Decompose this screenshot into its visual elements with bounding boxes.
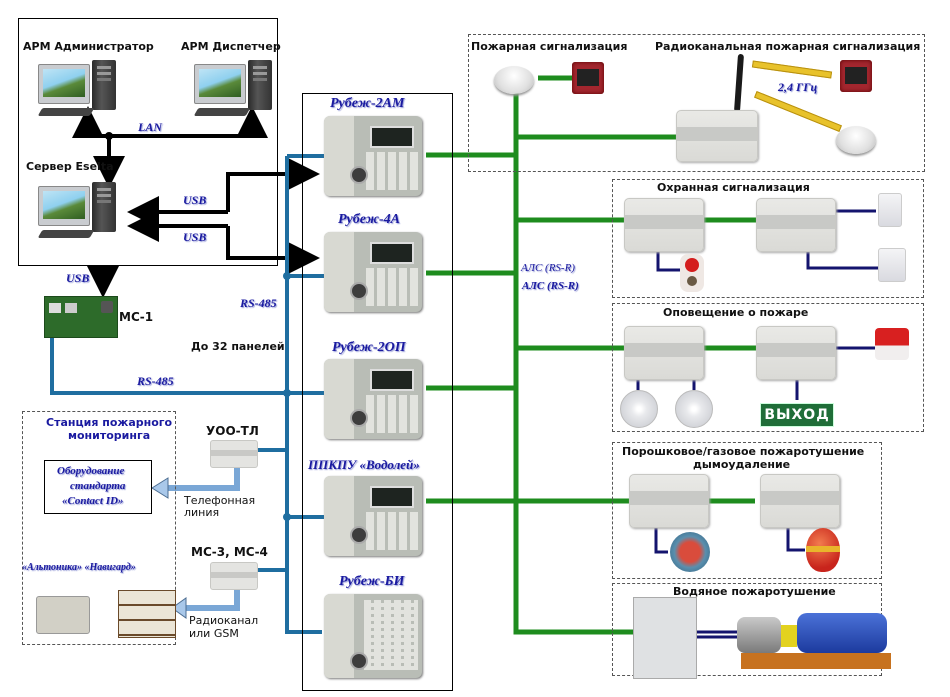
panel-vodoley[interactable] xyxy=(324,476,422,556)
mro2-module-icon[interactable] xyxy=(624,326,704,380)
notification-title: Оповещение о пожаре xyxy=(663,306,809,319)
panel-rubezh-bi[interactable] xyxy=(324,594,422,678)
panic-button-icon[interactable] xyxy=(680,254,704,292)
mdu1-module-icon[interactable] xyxy=(629,474,709,528)
radio-smoke-detector-icon[interactable] xyxy=(836,126,876,154)
label-rs485-top: RS-485 xyxy=(240,296,277,310)
radio-fire-title: Радиоканальная пожарная сигнализация xyxy=(655,40,921,53)
speaker-icon-2[interactable] xyxy=(675,390,713,428)
pc-dispatcher-icon[interactable] xyxy=(193,60,280,122)
panel-title-vodoley: ППКПУ «Водолей» xyxy=(308,457,420,472)
label-freq: 2,4 ГГц xyxy=(778,80,818,94)
label-radio-1: Радиоканал xyxy=(189,614,259,627)
label-radio-2: или GSM xyxy=(189,627,239,640)
motion-sensor-icon-1[interactable] xyxy=(878,193,902,227)
label-mc1: МС-1 xyxy=(119,310,154,324)
label-server: Сервер Eselta xyxy=(26,160,114,173)
label-usb-1: USB xyxy=(183,193,207,207)
panel-rubezh-4a[interactable] xyxy=(324,232,422,312)
label-phone-1: Телефонная xyxy=(184,494,256,507)
label-rs485-bottom: RS-485 xyxy=(137,374,174,388)
smoke-fan-icon[interactable] xyxy=(670,532,710,572)
label-panels-count: До 32 панелей xyxy=(191,340,285,353)
powder-gas-title-1: Порошковое/газовое пожаротушение xyxy=(622,445,865,458)
water-title: Водяное пожаротушение xyxy=(673,585,836,598)
label-als-2: АЛС (RS-R) xyxy=(522,280,579,292)
label-monitoring-title-2: мониторинга xyxy=(68,429,151,442)
mc1-board-icon[interactable] xyxy=(44,296,118,338)
usb-wires xyxy=(87,158,320,298)
server-icon[interactable] xyxy=(37,182,124,244)
label-brands: «Альтоника» «Навигард» xyxy=(22,562,136,573)
label-lan: LAN xyxy=(138,120,162,134)
speaker-icon-1[interactable] xyxy=(620,390,658,428)
contactid-equipment-box[interactable] xyxy=(44,460,152,514)
als-bus xyxy=(426,75,756,635)
pc-admin-icon[interactable] xyxy=(37,60,124,122)
label-arm-dispatcher: АРМ Диспетчер xyxy=(181,40,281,53)
navigard-rack-icon[interactable] xyxy=(118,590,176,638)
label-contactid-1: Оборудование xyxy=(57,465,125,477)
label-uoo-tl: УОО-ТЛ xyxy=(206,424,259,438)
exit-sign[interactable]: ВЫХОД xyxy=(760,403,834,427)
label-contactid-2: стандарта xyxy=(70,480,126,492)
label-phone-2: линия xyxy=(184,506,220,519)
panel-rubezh-2am[interactable] xyxy=(324,116,422,196)
panel-title-rubezh-2op: Рубеж-2ОП xyxy=(332,340,406,355)
pump-unit-icon[interactable] xyxy=(737,613,897,671)
am1-module-icon[interactable] xyxy=(624,198,704,252)
rm4k-module-icon[interactable] xyxy=(756,326,836,380)
label-usb-2: USB xyxy=(183,230,207,244)
motion-sensor-icon-2[interactable] xyxy=(878,248,906,282)
manual-call-point-icon[interactable] xyxy=(572,62,604,94)
radio-call-point-icon[interactable] xyxy=(840,60,872,92)
label-usb-3: USB xyxy=(66,271,90,285)
label-contactid-3: «Contact ID» xyxy=(62,495,124,507)
uoo-tl-module-icon[interactable] xyxy=(210,440,258,468)
label-als-1: АЛС (RS-R) xyxy=(521,262,575,274)
rs485-bus xyxy=(50,154,324,634)
fire-alarm-title: Пожарная сигнализация xyxy=(471,40,628,53)
panel-title-rubezh-bi: Рубеж-БИ xyxy=(339,574,405,589)
extinguisher-module-icon[interactable] xyxy=(806,528,840,572)
lan-junction xyxy=(105,132,113,140)
powder-gas-title-2: дымоудаление xyxy=(693,458,791,471)
panel-title-rubezh-2am: Рубеж-2АМ xyxy=(330,96,405,111)
security-frame xyxy=(612,179,924,298)
monitoring-station-frame xyxy=(22,411,176,645)
smoke-detector-icon[interactable] xyxy=(494,66,534,94)
siren-icon[interactable] xyxy=(875,328,909,360)
label-monitoring-title-1: Станция пожарного xyxy=(46,416,173,429)
powder-gas-frame xyxy=(612,442,882,579)
panel-rubezh-2op[interactable] xyxy=(324,359,422,439)
mc3-mc4-module-icon[interactable] xyxy=(210,562,258,590)
notification-frame xyxy=(612,303,924,432)
lan-wire xyxy=(72,106,268,188)
panel-title-rubezh-4a: Рубеж-4А xyxy=(338,212,400,227)
altonika-console-icon[interactable] xyxy=(36,596,90,634)
mpt1-module-icon[interactable] xyxy=(760,474,840,528)
mrk30-module-icon[interactable] xyxy=(676,110,758,162)
workstations-frame xyxy=(18,18,278,266)
security-title: Охранная сигнализация xyxy=(657,181,810,194)
panels-frame xyxy=(302,93,453,691)
label-mc3-mc4: МС-3, МС-4 xyxy=(191,545,268,559)
pump-control-cabinet-icon[interactable] xyxy=(633,597,697,679)
am4-module-icon[interactable] xyxy=(756,198,836,252)
label-arm-admin: АРМ Администратор xyxy=(23,40,154,53)
phone-line xyxy=(168,468,240,611)
fire-alarm-frame xyxy=(468,34,925,172)
